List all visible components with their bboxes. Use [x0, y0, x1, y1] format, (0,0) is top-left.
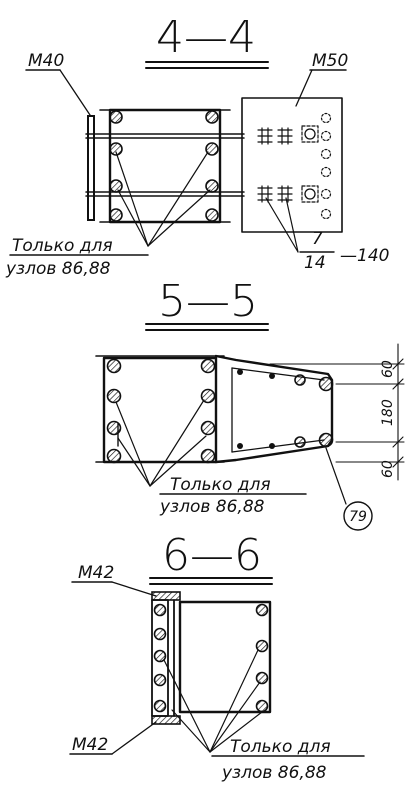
rebar	[106, 358, 122, 374]
rebar	[109, 142, 123, 156]
rebar	[294, 374, 306, 386]
rebar	[255, 603, 269, 617]
rebar	[318, 376, 334, 392]
leader-line	[59, 69, 93, 119]
hole	[320, 208, 332, 220]
rebar-cage	[178, 600, 272, 714]
note-line-1: Только для	[230, 737, 331, 757]
hole	[320, 148, 332, 160]
rebar	[205, 179, 219, 193]
haunch-outline	[214, 354, 334, 464]
small-bars	[237, 369, 275, 449]
rebar	[255, 699, 269, 713]
rebar	[200, 420, 216, 436]
rebar	[205, 110, 219, 124]
rebar-set	[153, 603, 269, 713]
section-4-4: 4—4 М40 М50	[5, 12, 389, 279]
note-line-1: Только для	[12, 236, 113, 256]
ref-numerator: 7	[312, 229, 323, 249]
rebar	[200, 448, 216, 464]
rebar	[255, 671, 269, 685]
plate-label-m50: М50	[312, 51, 348, 71]
note-line-2: узлов 86,88	[159, 497, 265, 517]
anchor-group	[301, 112, 332, 220]
note-leaders	[163, 649, 263, 753]
rebar	[153, 603, 167, 617]
column-flange	[151, 599, 169, 717]
section-title-4-4: 4—4	[156, 12, 256, 63]
rebar	[109, 179, 123, 193]
rebar	[200, 388, 216, 404]
anchor-box	[301, 185, 319, 203]
haunch-inner	[231, 367, 325, 381]
rebar	[153, 673, 167, 687]
note-line-2: узлов 86,88	[5, 259, 111, 279]
small-bar	[269, 443, 275, 449]
anchor-hole	[304, 188, 316, 200]
rebar	[106, 388, 122, 404]
anchor-box	[301, 125, 319, 143]
small-bar	[237, 369, 243, 375]
rebar-cage	[102, 356, 218, 464]
rebar	[109, 208, 123, 222]
rebar	[153, 649, 167, 663]
rebar	[153, 699, 167, 713]
note-leaders	[115, 151, 299, 253]
hole	[320, 166, 332, 178]
plate-m50	[241, 97, 343, 233]
rebar	[318, 432, 334, 448]
dimension-chain	[269, 343, 405, 481]
leader-line	[111, 581, 157, 597]
leader-line	[111, 721, 157, 755]
haunch-inner	[231, 439, 325, 453]
small-bar	[269, 373, 275, 379]
small-bar	[237, 443, 243, 449]
plate-m42-bottom	[151, 715, 181, 725]
hole	[320, 130, 332, 142]
anchor-hole	[304, 128, 316, 140]
rebar	[255, 639, 269, 653]
rebar-set	[109, 110, 219, 222]
rebar	[205, 142, 219, 156]
note-leaders	[115, 399, 347, 505]
rebar	[106, 420, 122, 436]
note-line-2: узлов 86,88	[221, 763, 327, 783]
rebar	[153, 627, 167, 641]
callout-number: 79	[349, 509, 367, 525]
dim-mid: 180	[380, 399, 396, 426]
plate-label-m40: М40	[28, 51, 64, 71]
section-title-5-5: 5—5	[158, 276, 258, 327]
callout-circle	[343, 501, 373, 531]
rebar	[200, 358, 216, 374]
dim-bottom: 60	[380, 460, 396, 478]
ref-suffix: —140	[340, 246, 389, 266]
plate-label-top: М42	[78, 563, 114, 583]
leader-line	[295, 69, 313, 107]
section-5-5: 5—5	[95, 276, 405, 531]
ref-denominator: 14	[304, 253, 326, 273]
rebar	[106, 448, 122, 464]
note-line-1: Только для	[170, 475, 271, 495]
rebar-set	[106, 358, 334, 464]
plate-m42-top	[151, 591, 181, 601]
section-title-6-6: 6—6	[162, 530, 262, 581]
bolt-group	[257, 127, 293, 203]
hole	[320, 112, 332, 124]
dim-top: 60	[380, 360, 396, 378]
hole	[320, 188, 332, 200]
plate-m40	[87, 115, 95, 221]
section-6-6: 6—6 М42 М42	[69, 530, 365, 783]
plate-label-bottom: М42	[72, 735, 108, 755]
rebar	[294, 436, 306, 448]
rebar	[205, 208, 219, 222]
rebar	[109, 110, 123, 124]
